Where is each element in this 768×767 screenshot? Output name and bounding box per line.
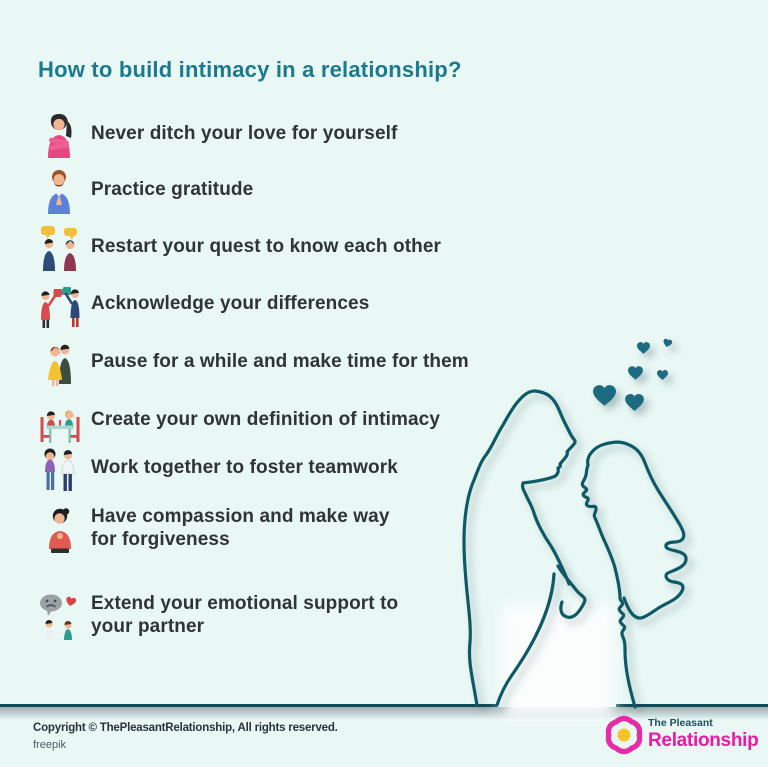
label-line: your partner <box>91 616 205 637</box>
list-item: Practice gratitude <box>33 164 253 216</box>
list-item: Restart your quest to know each other <box>33 221 441 273</box>
brand-name-top: The Pleasant <box>648 717 713 730</box>
list-item-label: Never ditch your love for yourself <box>91 122 398 144</box>
brand-name-bottom: Relationship <box>648 729 759 751</box>
list-item-label: Acknowledge your differences <box>91 292 370 314</box>
list-item-label: Extend your emotional support to your pa… <box>91 593 398 639</box>
couple-talking-icon <box>33 223 87 271</box>
label-line: Extend your emotional support to <box>91 593 399 615</box>
couple-line-art-illustration <box>462 338 688 709</box>
woman-hugging-herself-icon <box>33 110 87 158</box>
attribution-text: freepik <box>33 739 67 751</box>
list-item-label: Practice gratitude <box>91 178 254 200</box>
label-line: Have compassion and make way <box>91 506 390 528</box>
emotional-support-icon <box>33 592 87 640</box>
hearts-icon <box>593 338 673 411</box>
list-item: Pause for a while and make time for them <box>33 336 469 388</box>
list-item-label: Pause for a while and make time for them <box>91 350 469 372</box>
brand-logo: The Pleasant Relationship <box>604 712 759 756</box>
list-item: Create your own definition of intimacy <box>33 394 440 446</box>
couple-teamwork-icon <box>33 444 87 492</box>
ground-line <box>0 704 497 707</box>
list-item: Have compassion and make way for forgive… <box>33 501 390 557</box>
list-item-label: Create your own definition of intimacy <box>91 408 441 430</box>
ground-line <box>616 704 768 707</box>
man-praying-gratitude-icon <box>33 166 87 214</box>
couple-dinner-date-icon <box>33 396 87 444</box>
list-item: Acknowledge your differences <box>33 278 369 330</box>
list-item: Never ditch your love for yourself <box>33 108 397 160</box>
list-item-label: Restart your quest to know each other <box>91 235 441 257</box>
couple-standing-together-icon <box>33 338 87 386</box>
list-item-label: Have compassion and make way for forgive… <box>91 506 390 552</box>
woman-compassion-icon <box>33 505 87 553</box>
couple-puzzle-pieces-icon <box>33 280 87 328</box>
copyright-text: Copyright © ThePleasantRelationship, All… <box>33 722 338 734</box>
label-line: for forgiveness <box>91 529 230 550</box>
list-item: Extend your emotional support to your pa… <box>33 588 398 644</box>
couple-outline <box>462 389 688 709</box>
list-item-label: Work together to foster teamwork <box>91 456 398 478</box>
list-item: Work together to foster teamwork <box>33 442 398 494</box>
brand-flower-icon <box>605 715 643 755</box>
page-title: How to build intimacy in a relationship? <box>38 57 462 82</box>
